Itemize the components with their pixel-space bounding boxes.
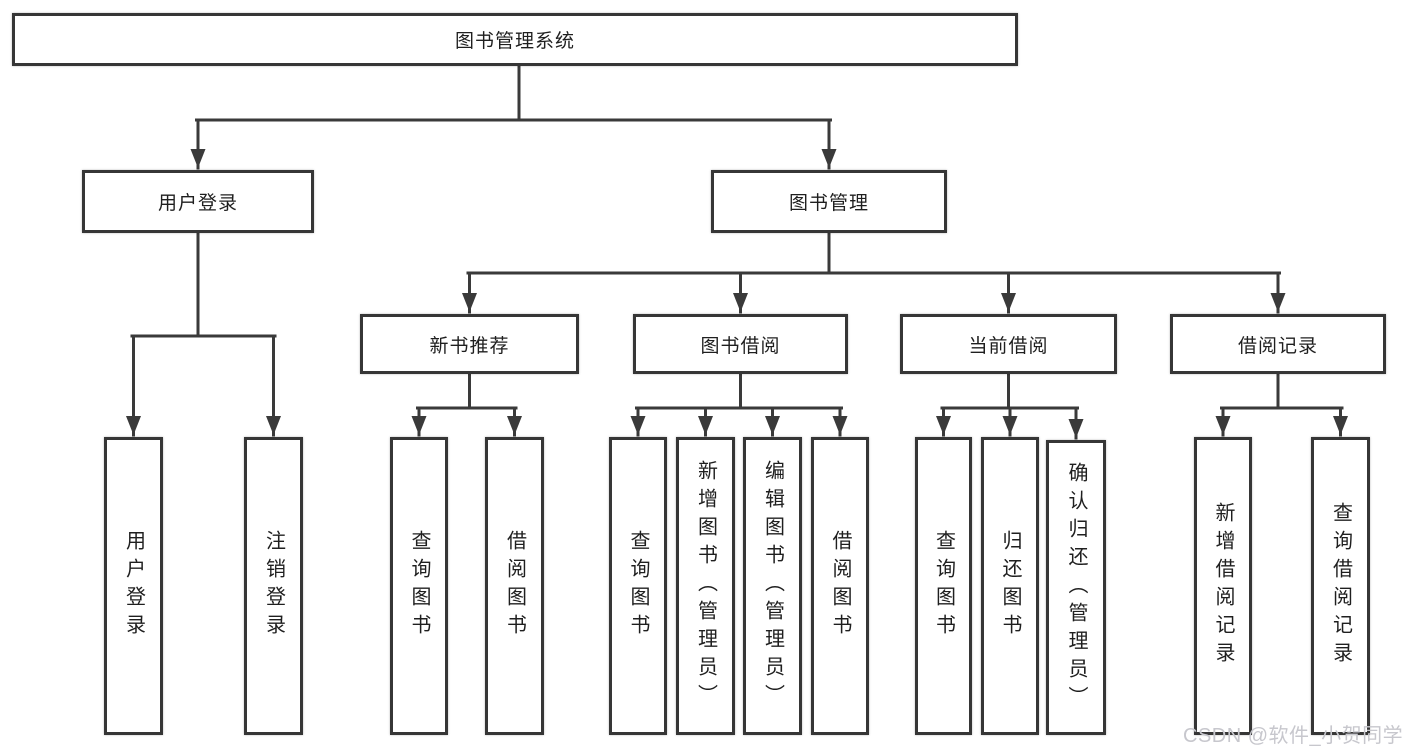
node-borrow-records: 借阅记录 (1170, 314, 1386, 374)
leaf-query-books-3: 查询图书 (915, 437, 972, 735)
leaf-label: 查询图书 (627, 530, 649, 642)
leaf-return-books: 归还图书 (981, 437, 1039, 735)
leaf-label: 归还图书 (999, 530, 1021, 642)
leaf-label: 注销登录 (262, 530, 285, 642)
leaf-query-borrow-record: 查询借阅记录 (1311, 437, 1370, 735)
leaf-label: 用户登录 (122, 530, 145, 642)
leaf-label: 借阅图书 (503, 530, 526, 642)
leaf-query-books-2: 查询图书 (609, 437, 667, 735)
leaf-edit-books-admin: 编辑图书（管理员） (743, 437, 802, 735)
leaf-query-books-1: 查询图书 (390, 437, 448, 735)
node-current-borrow: 当前借阅 (900, 314, 1117, 374)
leaf-label: 编辑图书（管理员） (761, 460, 784, 712)
leaf-borrow-books-2: 借阅图书 (811, 437, 869, 735)
leaf-logout: 注销登录 (244, 437, 303, 735)
leaf-confirm-return-admin: 确认归还（管理员） (1046, 440, 1106, 735)
leaf-label: 确认归还（管理员） (1065, 461, 1087, 714)
node-user-login: 用户登录 (82, 170, 314, 233)
node-book-borrow: 图书借阅 (633, 314, 848, 374)
leaf-add-books-admin: 新增图书（管理员） (676, 437, 735, 735)
node-new-book-recommend: 新书推荐 (360, 314, 579, 374)
node-root: 图书管理系统 (12, 13, 1018, 66)
leaf-label: 借阅图书 (829, 530, 851, 642)
leaf-borrow-books-1: 借阅图书 (485, 437, 544, 735)
leaf-label: 新增借阅记录 (1212, 502, 1234, 670)
leaf-label: 查询借阅记录 (1329, 502, 1352, 670)
leaf-label: 查询图书 (932, 530, 955, 642)
leaf-label: 新增图书（管理员） (694, 460, 717, 712)
leaf-user-login: 用户登录 (104, 437, 163, 735)
leaf-label: 查询图书 (408, 530, 430, 642)
leaf-add-borrow-record: 新增借阅记录 (1194, 437, 1252, 735)
node-book-management: 图书管理 (711, 170, 947, 233)
